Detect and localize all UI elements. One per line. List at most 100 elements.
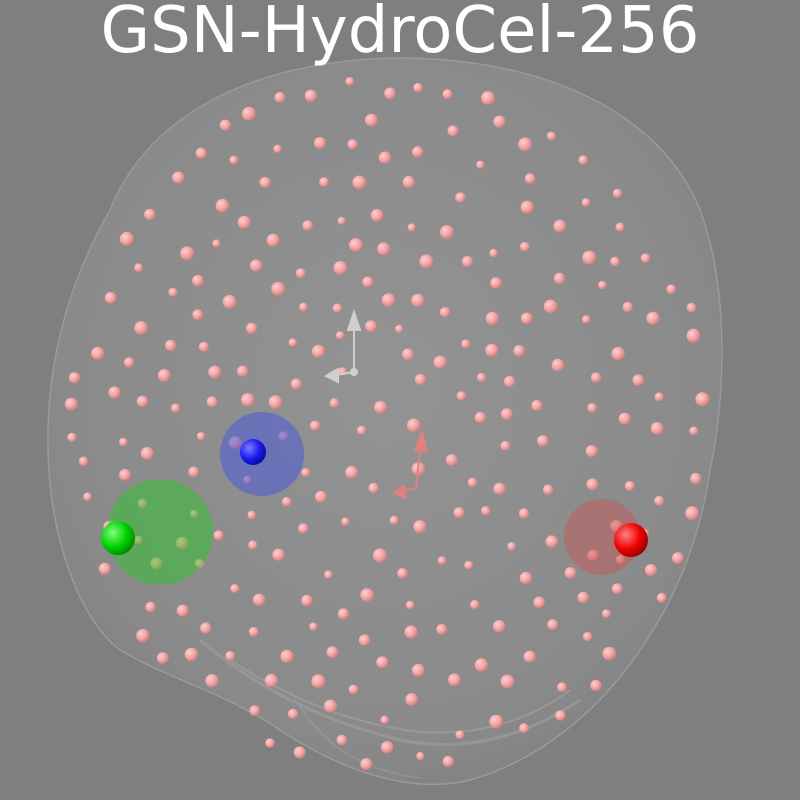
- electrode-dot: [507, 542, 516, 551]
- electrode-dot: [440, 225, 454, 240]
- electrode-dot: [686, 302, 697, 313]
- electrode-dot: [311, 674, 326, 689]
- electrode-dot: [347, 139, 358, 150]
- electrode-dot: [587, 549, 599, 561]
- electrode-dot: [332, 303, 342, 313]
- electrode-dot: [357, 425, 367, 435]
- electrode-dot: [196, 432, 206, 441]
- electrode-dot: [416, 752, 425, 761]
- electrode-dot: [518, 137, 533, 152]
- montage-title: GSN-HydroCel-256: [100, 0, 700, 68]
- electrode-dot: [439, 307, 451, 318]
- electrode-dot: [345, 77, 355, 86]
- electrode-dot: [282, 497, 292, 507]
- electrode-dot: [577, 591, 589, 604]
- electrode-dot: [372, 548, 387, 563]
- electrode-dot: [455, 730, 465, 740]
- electrode-dot: [611, 583, 623, 595]
- electrode-dot: [288, 338, 297, 347]
- electrode-dot: [176, 604, 189, 617]
- electrode-dot: [464, 560, 474, 570]
- electrode-dot: [612, 188, 623, 198]
- electrode-dot: [474, 658, 489, 672]
- electrode-dot: [397, 568, 408, 579]
- electrode-dot: [78, 456, 89, 466]
- electrode-dot: [374, 400, 387, 414]
- electrode-dot: [442, 89, 453, 100]
- electrode-dot: [137, 498, 148, 509]
- electrode-dot: [564, 567, 577, 579]
- fiducial-nasion[interactable]: [220, 412, 304, 496]
- electrode-dot: [329, 398, 339, 408]
- electrode-dot: [247, 510, 256, 520]
- electrode-dot: [136, 395, 149, 407]
- electrode-dot: [349, 238, 363, 252]
- electrode-dot: [672, 552, 684, 564]
- electrode-dot: [200, 622, 212, 634]
- electrode-dot: [461, 339, 471, 349]
- electrode-dot: [230, 584, 240, 593]
- electrode-dot: [98, 562, 111, 575]
- electrode-dot: [500, 408, 513, 420]
- electrode-dot: [602, 609, 611, 618]
- electrode-dot: [384, 87, 396, 100]
- electrode-dot: [557, 682, 567, 693]
- electrode-dot: [123, 357, 135, 368]
- electrode-dot: [189, 509, 199, 519]
- electrode-dot: [411, 293, 425, 307]
- electrode-dot: [476, 373, 486, 382]
- electrode-dot: [533, 596, 545, 609]
- electrode-dot: [414, 373, 426, 386]
- electrode-dot: [365, 320, 377, 333]
- electrode-dot: [264, 673, 278, 688]
- electrode-dot: [395, 324, 404, 334]
- electrode-dot: [405, 600, 415, 610]
- electrode-dot: [304, 89, 318, 103]
- electrode-dot: [640, 253, 651, 263]
- electrode-dot: [467, 477, 478, 488]
- electrode-dot: [341, 517, 350, 526]
- electrode-dot: [333, 261, 348, 275]
- electrode-dot: [448, 673, 461, 687]
- electrode-dot: [513, 345, 525, 357]
- electrode-dot: [299, 302, 308, 312]
- electrode-dot: [419, 254, 434, 269]
- electrode-dot: [241, 393, 255, 407]
- electrode-dot: [259, 176, 271, 189]
- electrode-dot: [582, 315, 591, 324]
- electrode-dot: [402, 175, 415, 189]
- fiducial-right[interactable]: [564, 499, 648, 575]
- electrode-dot: [650, 422, 664, 435]
- electrode-dot: [165, 339, 177, 352]
- electrode-dot: [553, 272, 566, 284]
- electrode-dot: [194, 558, 205, 569]
- electrode-dot: [470, 600, 480, 610]
- electrode-dot: [64, 397, 78, 411]
- electrode-dot: [274, 92, 286, 103]
- electrode-dot: [413, 82, 423, 93]
- electrode-dot: [184, 647, 199, 662]
- electrode-dot: [337, 216, 346, 225]
- fiducial-left[interactable]: [101, 479, 213, 585]
- electrode-dot: [119, 437, 128, 447]
- electrode-dot: [175, 536, 189, 550]
- electrode-dot: [360, 758, 373, 770]
- electrode-dot: [685, 506, 699, 520]
- electrode-dot: [212, 239, 221, 248]
- electrode-dot: [360, 588, 374, 602]
- electrode-dot: [222, 294, 237, 309]
- electrode-dot: [582, 631, 593, 642]
- electrode-dot: [654, 392, 664, 402]
- electrode-dot: [335, 331, 345, 340]
- electrode-dot: [476, 160, 485, 169]
- electrode-dot: [168, 287, 178, 297]
- electrode-dot: [301, 594, 313, 607]
- electrode-dot: [590, 679, 602, 692]
- electrode-dot: [134, 263, 144, 273]
- electrode-dot: [150, 557, 163, 570]
- electrode-array: [64, 77, 710, 770]
- electrode-dot: [67, 432, 77, 442]
- electrode-dot: [585, 445, 598, 458]
- head-axes: [323, 308, 362, 384]
